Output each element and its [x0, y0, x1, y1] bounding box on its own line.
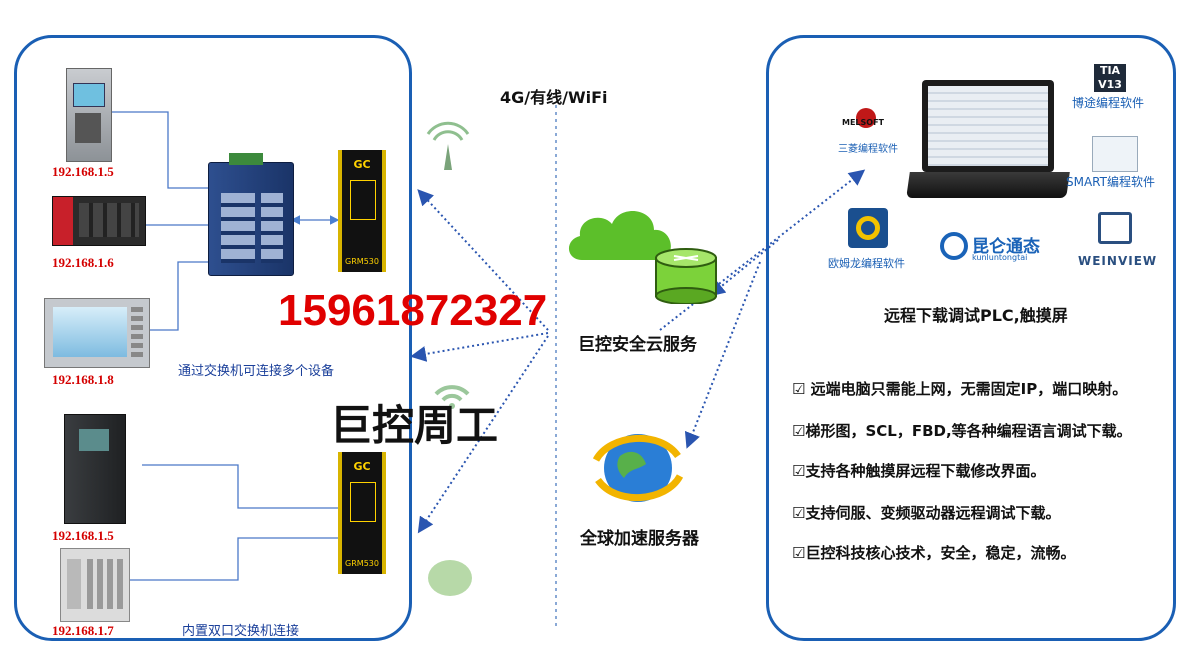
mitsubishi-software-label: 三菱编程软件 [838, 144, 898, 155]
omron-logo-icon [848, 208, 888, 248]
name-overlay: 巨控周工 [330, 401, 499, 450]
feature-item: ☑ 远端电脑只需能上网，无需固定IP，端口映射。 [792, 380, 1128, 398]
drive-g120-image [64, 414, 126, 524]
plc-q-series-image [52, 196, 146, 246]
global-accel-label: 全球加速服务器 [580, 529, 699, 549]
phone-number-overlay: 15961872327 [278, 286, 548, 335]
global-server-icon [590, 420, 686, 516]
feature-item: ☑支持各种触摸屏远程下载修改界面。 [792, 462, 1046, 480]
left-panel [14, 35, 412, 641]
switch-caption: 通过交换机可连接多个设备 [178, 363, 335, 378]
kunlun-logo-text: 昆仑通态 [972, 237, 1040, 257]
smart-software-label: SMART编程软件 [1066, 175, 1155, 189]
router-icon [654, 246, 718, 304]
kunlun-logo-subtext: kunluntongtai [972, 253, 1028, 262]
gateway-model-label: GRM530 [345, 559, 379, 568]
ip-label: 192.168.1.5 [52, 164, 114, 179]
feature-item: ☑巨控科技核心技术，安全，稳定，流畅。 [792, 544, 1076, 562]
small-router-icon [428, 560, 472, 596]
gateway-brand-label: GC [353, 158, 371, 171]
omron-software-label: 欧姆龙编程软件 [828, 257, 905, 270]
gateway-grm530-top: GC GRM530 [338, 150, 386, 272]
antenna-tower-icon [420, 120, 476, 176]
melsoft-logo-icon: MELSOFT [842, 108, 888, 138]
wifi-icon [428, 374, 476, 410]
feature-item: ☑梯形图，SCL，FBD,等各种编程语言调试下载。 [792, 422, 1132, 440]
cloud-icon [562, 198, 682, 268]
weinview-logo-text: WEINVIEW [1078, 254, 1158, 268]
kunlun-logo-icon [940, 232, 968, 260]
hmi-panel-image [44, 298, 150, 368]
weinview-logo-icon [1098, 212, 1132, 244]
gateway-brand-label: GC [353, 460, 371, 473]
network-type-label: 4G/有线/WiFi [500, 88, 608, 107]
plc-s7-1500-image [66, 68, 112, 162]
tia-software-label: 博途编程软件 [1072, 96, 1145, 110]
ip-label: 192.168.1.7 [52, 623, 114, 638]
builtin-switch-caption: 内置双口交换机连接 [182, 623, 300, 638]
laptop-image [906, 80, 1070, 200]
plc-omron-image [60, 548, 130, 622]
tia-logo-icon: TIA V13 [1094, 64, 1126, 92]
smart-ladder-icon [1092, 136, 1138, 172]
right-panel [766, 35, 1176, 641]
right-panel-title: 远程下载调试PLC,触摸屏 [884, 306, 1068, 325]
ethernet-switch-image [208, 153, 294, 276]
ip-label: 192.168.1.5 [52, 528, 114, 543]
ip-label: 192.168.1.6 [52, 255, 114, 270]
gateway-model-label: GRM530 [345, 257, 379, 266]
gateway-grm530-bottom: GC GRM530 [338, 452, 386, 574]
feature-item: ☑支持伺服、变频驱动器远程调试下载。 [792, 504, 1061, 522]
cloud-service-label: 巨控安全云服务 [578, 335, 697, 355]
ip-label: 192.168.1.8 [52, 372, 114, 387]
